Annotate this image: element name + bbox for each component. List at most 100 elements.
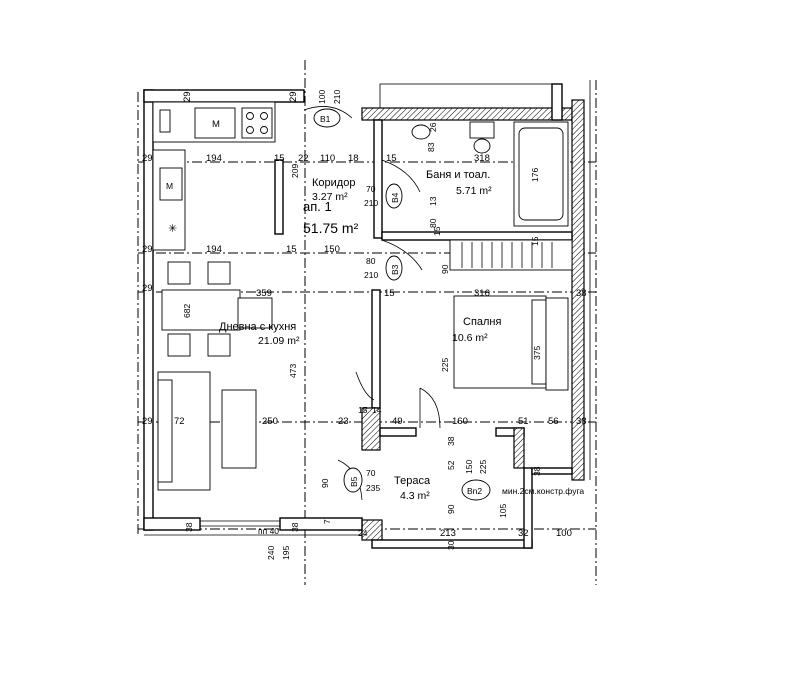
dimension-label: 195 bbox=[281, 546, 291, 560]
door-tag-label: B3 bbox=[390, 264, 400, 275]
room-labels: Коридор 3.27 m² ап. 1 51.75 m² Баня и то… bbox=[219, 169, 502, 502]
dimension-label: 240 bbox=[266, 546, 276, 560]
joint-note: мин.2см.констр.фуга bbox=[502, 486, 584, 496]
door-tag-Bn2 bbox=[461, 479, 491, 501]
door-tag-label: B4 bbox=[390, 192, 400, 203]
toilet-bowl-icon bbox=[473, 138, 491, 154]
dimension-label: 209 bbox=[290, 164, 300, 178]
partition-living-bedroom bbox=[371, 289, 381, 409]
dimension-label: 194 bbox=[206, 153, 222, 164]
dimension-label: 18 bbox=[348, 153, 359, 164]
dimension-label: 473 bbox=[288, 364, 298, 378]
dimension-label: 24 bbox=[358, 528, 368, 538]
room-area-bedroom: 10.6 m² bbox=[452, 332, 488, 344]
room-name-terrace: Тераса bbox=[394, 475, 431, 487]
wall-north-bath bbox=[361, 107, 573, 121]
door-width: 150 bbox=[464, 460, 474, 474]
washbasin-icon bbox=[411, 124, 431, 140]
dimension-label: 38 bbox=[290, 522, 300, 532]
shaft-outline bbox=[379, 83, 559, 109]
burner-icon bbox=[246, 126, 254, 134]
dimension-label: 359 bbox=[256, 288, 272, 299]
wall-south-living-a bbox=[143, 517, 201, 531]
stove-icon bbox=[241, 107, 273, 139]
wardrobe bbox=[449, 239, 573, 271]
dimension-label: 29 bbox=[182, 91, 193, 102]
door-swing-bedroom bbox=[419, 387, 441, 429]
dimension-label: 29 bbox=[142, 244, 153, 255]
room-name-living: Дневна с кухня bbox=[219, 321, 296, 333]
sofa-back bbox=[157, 379, 173, 483]
dimension-label: 15 bbox=[386, 153, 397, 164]
door-swing-B1 bbox=[303, 106, 353, 119]
nightstand bbox=[545, 297, 569, 391]
dimension-label: 90 bbox=[446, 504, 456, 514]
door-height: 210 bbox=[364, 198, 378, 208]
dimension-label: 30 bbox=[446, 540, 456, 550]
dimension-label: 38 bbox=[576, 288, 587, 299]
door-width: 70 bbox=[366, 468, 376, 478]
terrace-parapet-east bbox=[523, 467, 533, 549]
dimension-label: 29 bbox=[288, 91, 299, 102]
dimension-label: 15 bbox=[384, 288, 395, 299]
dining-table bbox=[161, 289, 241, 331]
dimension-label: 29 bbox=[142, 283, 153, 294]
door-height: 210 bbox=[364, 270, 378, 280]
door-swing-living bbox=[355, 371, 375, 401]
dimension-label: 26 bbox=[428, 122, 438, 132]
toilet-icon bbox=[469, 121, 495, 139]
dimension-label: 23 bbox=[338, 416, 349, 427]
chair-icon bbox=[167, 333, 191, 357]
dimension-label: 38 bbox=[576, 416, 587, 427]
room-area-corridor: 3.27 m² bbox=[312, 191, 348, 203]
door-tag-B5 bbox=[343, 467, 363, 493]
burner-icon bbox=[260, 126, 268, 134]
column-south-east bbox=[513, 427, 525, 469]
dimension-label: 100 bbox=[556, 528, 572, 539]
dimension-label: 176 bbox=[530, 168, 540, 182]
bed bbox=[453, 295, 547, 389]
dimension-label: 110 bbox=[320, 153, 335, 164]
dimension-label: 38 bbox=[446, 436, 456, 446]
dimension-label: 72 bbox=[174, 416, 185, 427]
sink-icon bbox=[159, 109, 171, 133]
dimension-label: 15 bbox=[274, 153, 285, 164]
dimension-label: 14 bbox=[372, 405, 382, 415]
wall-south-bedroom-a bbox=[379, 427, 417, 437]
terrace-ledge bbox=[531, 467, 573, 475]
chair-icon bbox=[207, 333, 231, 357]
dimension-label: 318 bbox=[474, 153, 490, 164]
dimension-label: 22 bbox=[298, 153, 309, 164]
dimension-label: 225 bbox=[440, 358, 450, 372]
fridge-icon bbox=[194, 107, 236, 139]
room-area-bathroom: 5.71 m² bbox=[456, 185, 492, 197]
washer-label: M bbox=[166, 181, 173, 191]
apartment-area: 51.75 m² bbox=[303, 220, 359, 236]
partition-kitchen bbox=[274, 159, 284, 235]
chair-icon bbox=[207, 261, 231, 285]
room-area-living: 21.09 m² bbox=[258, 335, 300, 347]
dimension-label: 105 bbox=[498, 504, 508, 518]
door-width: 100 bbox=[317, 90, 327, 104]
burner-icon bbox=[246, 112, 254, 120]
door-height: 225 bbox=[478, 460, 488, 474]
door-tag-label: B5 bbox=[349, 476, 359, 487]
dimension-label: 29 bbox=[142, 153, 153, 164]
fridge-label: M bbox=[212, 119, 220, 130]
wall-south-living-b bbox=[279, 517, 363, 531]
wall-east bbox=[571, 99, 585, 481]
door-width: 70 bbox=[366, 184, 376, 194]
dimension-label: 51 bbox=[518, 416, 529, 427]
door-tag-label: B1 bbox=[320, 114, 331, 124]
door-tag-label: Bn2 bbox=[467, 486, 482, 496]
dimension-label: 15 bbox=[358, 405, 368, 415]
dimension-label: 38 bbox=[184, 522, 194, 532]
wardrobe-hangers bbox=[461, 242, 553, 268]
door-swing-B4 bbox=[381, 159, 421, 193]
chair-icon bbox=[167, 261, 191, 285]
wall-north-corner bbox=[551, 83, 563, 121]
dimension-label: 194 bbox=[206, 244, 222, 255]
dimension-label: 160 bbox=[452, 416, 468, 427]
room-name-bathroom: Баня и тоал. bbox=[426, 169, 490, 181]
